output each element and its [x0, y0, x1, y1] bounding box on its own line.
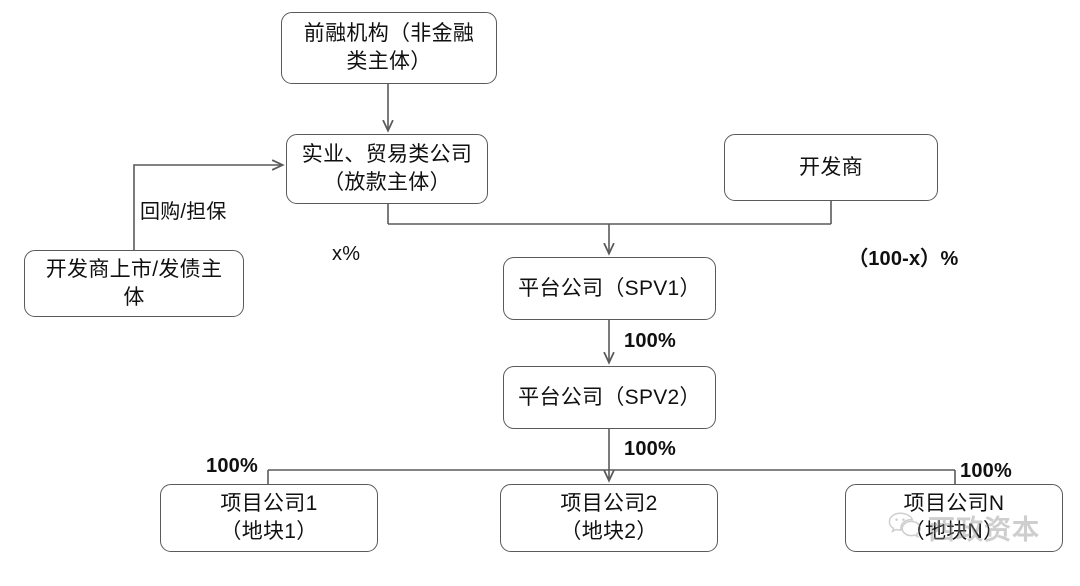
node-shiye-maoyi[interactable]: 实业、贸易类公司 （放款主体）: [286, 134, 488, 204]
edge-label-spv2-projects-percent: 100%: [624, 438, 676, 460]
node-spv1-label: 平台公司（SPV1）: [518, 276, 701, 300]
node-project-company-1-label: 项目公司1 （地块1）: [220, 492, 318, 543]
node-shiye-maoyi-label: 实业、贸易类公司 （放款主体）: [301, 143, 473, 194]
node-kaifashang[interactable]: 开发商: [724, 134, 938, 201]
edge-label-project1-percent: 100%: [206, 455, 258, 477]
edge-label-repurchase-guarantee: 回购/担保: [140, 201, 227, 223]
node-spv2-label: 平台公司（SPV2）: [518, 385, 701, 409]
node-project-company-2[interactable]: 项目公司2 （地块2）: [500, 484, 718, 552]
edge-label-spv1-spv2-percent: 100%: [624, 330, 676, 352]
node-project-company-n[interactable]: 项目公司N （地块N）: [845, 484, 1063, 552]
edge-label-x-percent: x%: [332, 243, 361, 265]
node-prerong[interactable]: 前融机构（非金融 类主体）: [281, 12, 497, 84]
node-spv1[interactable]: 平台公司（SPV1）: [503, 257, 716, 320]
node-spv2[interactable]: 平台公司（SPV2）: [503, 366, 716, 429]
node-project-company-n-label: 项目公司N （地块N）: [903, 492, 1005, 543]
node-kaifashang-label: 开发商: [799, 155, 863, 179]
node-project-company-1[interactable]: 项目公司1 （地块1）: [160, 484, 378, 552]
node-shangshi-fazhai[interactable]: 开发商上市/发债主 体: [24, 250, 244, 317]
edge-label-projectN-percent: 100%: [960, 460, 1012, 482]
edge-label-remaining-percent: （100-x）%: [848, 248, 959, 270]
node-prerong-label: 前融机构（非金融 类主体）: [303, 22, 475, 73]
node-project-company-2-label: 项目公司2 （地块2）: [560, 492, 658, 543]
node-shangshi-fazhai-label: 开发商上市/发债主 体: [45, 257, 223, 309]
